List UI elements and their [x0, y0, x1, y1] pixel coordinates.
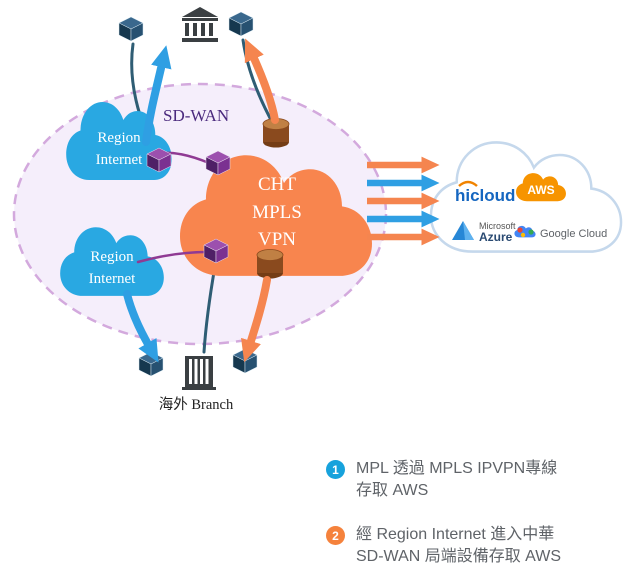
region-top-label-line1: Region — [97, 130, 141, 146]
hicloud-wordmark: hicloud — [455, 186, 515, 205]
branch-cube-bottom-right — [232, 348, 258, 374]
mpls-router-cylinder-bottom — [256, 249, 284, 279]
arrow-blue-up — [142, 45, 172, 146]
note-item-2: 2 經 Region Internet 進入中華 SD-WAN 局端設備存取 A… — [326, 524, 561, 568]
region-bottom-label-line1: Region — [90, 249, 134, 265]
note-2-text: 經 Region Internet 進入中華 SD-WAN 局端設備存取 AWS — [356, 524, 561, 568]
google-cloud-red-dot-icon — [517, 227, 523, 233]
headquarters-building-icon — [182, 7, 218, 42]
note-item-1: 1 MPL 透過 MPLS IPVPN專線 存取 AWS — [326, 458, 561, 502]
mpls-label-line1: CHT — [258, 174, 296, 195]
note-2-number-badge: 2 — [326, 526, 345, 545]
azure-triangle-highlight-icon — [463, 221, 474, 240]
mpls-label-line2: MPLS — [252, 202, 302, 223]
azure-wordmark: Azure — [479, 230, 513, 244]
mpls-label-line3: VPN — [258, 229, 296, 250]
note-2-line-1: 經 Region Internet 進入中華 — [356, 526, 555, 543]
arrow-orange-up — [244, 38, 279, 124]
google-cloud-yellow-dot-icon — [520, 232, 526, 238]
microsoft-azure-logo: Microsoft Azure — [452, 221, 516, 244]
sdwan-network-diagram: Region Internet Region Internet CHT MPLS… — [12, 7, 623, 413]
aws-logo: AWS — [516, 173, 566, 202]
sdwan-label: SD-WAN — [163, 106, 229, 125]
branch-building-icon — [182, 356, 216, 390]
note-1-line-2: 存取 AWS — [356, 482, 429, 499]
hicloud-swoosh-icon — [458, 180, 478, 187]
aws-wordmark: AWS — [527, 183, 554, 197]
region-top-label-line2: Internet — [96, 152, 143, 168]
note-1-number-badge: 1 — [326, 460, 345, 479]
overseas-branch-label: 海外 Branch — [159, 396, 234, 413]
hicloud-logo: hicloud — [455, 180, 515, 205]
microsoft-wordmark: Microsoft — [479, 221, 516, 231]
note-2-line-2: SD-WAN 局端設備存取 AWS — [356, 548, 562, 565]
region-bottom-label-line2: Internet — [89, 271, 136, 287]
connector-region-bottom-to-cpe — [136, 250, 209, 264]
arrow-orange-down — [241, 276, 271, 363]
branch-cube-top-right — [228, 11, 254, 37]
branch-cube-bottom-left — [138, 351, 164, 377]
google-cloud-wordmark: Google Cloud — [540, 228, 607, 240]
google-cloud-green-dot-icon — [528, 229, 534, 235]
note-1-line-1: MPL 透過 MPLS IPVPN專線 — [356, 460, 558, 477]
google-cloud-logo: Google Cloud — [514, 225, 607, 240]
branch-cube-top-left — [118, 16, 144, 42]
notes-section: 1 MPL 透過 MPLS IPVPN專線 存取 AWS 2 經 Region … — [326, 458, 561, 568]
arrow-blue-down — [123, 290, 159, 363]
connector-topright-cube-line — [241, 38, 272, 120]
note-1-text: MPL 透過 MPLS IPVPN專線 存取 AWS — [356, 458, 557, 502]
